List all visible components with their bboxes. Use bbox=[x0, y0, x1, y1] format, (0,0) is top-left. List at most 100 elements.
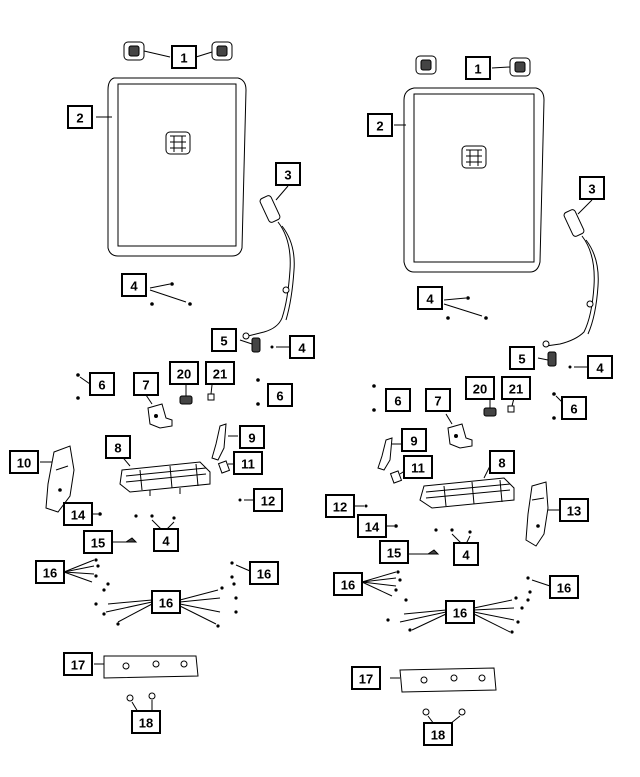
callout-number: 16 bbox=[341, 578, 355, 593]
callout-number: 18 bbox=[139, 716, 153, 731]
callout-number: 2 bbox=[76, 111, 83, 126]
callout-right-p3: 3 bbox=[579, 176, 605, 200]
callout-number: 16 bbox=[453, 606, 467, 621]
callout-left-p10: 10 bbox=[9, 450, 39, 474]
callout-number: 20 bbox=[473, 382, 487, 397]
callout-left-p6a: 6 bbox=[89, 372, 115, 396]
callout-right-p4a: 4 bbox=[417, 286, 443, 310]
seat-back-panel bbox=[107, 77, 247, 257]
callout-number: 17 bbox=[359, 672, 373, 687]
callout-right-p15: 15 bbox=[379, 540, 409, 564]
callout-left-p8: 8 bbox=[105, 435, 131, 459]
callout-number: 3 bbox=[588, 182, 595, 197]
callout-number: 9 bbox=[410, 434, 417, 449]
callout-number: 14 bbox=[365, 520, 380, 535]
callout-left-p11: 11 bbox=[233, 451, 263, 475]
callout-number: 16 bbox=[557, 581, 571, 596]
callout-left-p1: 1 bbox=[171, 45, 197, 69]
callout-right-p12: 12 bbox=[325, 494, 355, 518]
callout-number: 13 bbox=[567, 504, 581, 519]
callout-right-p1: 1 bbox=[465, 56, 491, 80]
callout-number: 1 bbox=[180, 51, 187, 66]
callout-right-p14: 14 bbox=[357, 514, 387, 538]
callout-number: 8 bbox=[498, 456, 505, 471]
side-bracket-right bbox=[525, 481, 549, 547]
callout-left-p5: 5 bbox=[211, 328, 237, 352]
callout-number: 5 bbox=[220, 334, 227, 349]
callout-right-p21: 21 bbox=[501, 376, 531, 400]
callout-number: 4 bbox=[462, 548, 470, 563]
callout-right-p5: 5 bbox=[509, 346, 535, 370]
callout-number: 10 bbox=[17, 456, 31, 471]
callout-right-p16a: 16 bbox=[333, 572, 363, 596]
callout-number: 6 bbox=[394, 394, 401, 409]
right-assembly bbox=[354, 55, 599, 725]
callout-right-p8: 8 bbox=[489, 450, 515, 474]
callout-number: 4 bbox=[130, 279, 138, 294]
callout-left-p4a: 4 bbox=[121, 273, 147, 297]
callout-number: 6 bbox=[276, 389, 283, 404]
callout-left-p12: 12 bbox=[253, 488, 283, 512]
left-assembly bbox=[40, 41, 295, 713]
callout-right-p7: 7 bbox=[425, 388, 451, 412]
callout-number: 21 bbox=[213, 367, 227, 382]
seat-track-frame-r bbox=[419, 477, 515, 509]
callout-number: 4 bbox=[426, 292, 434, 307]
callout-number: 20 bbox=[177, 367, 191, 382]
callout-number: 17 bbox=[71, 658, 85, 673]
callout-number: 11 bbox=[411, 461, 425, 476]
callout-right-p9: 9 bbox=[401, 428, 427, 452]
headrest-guide-left bbox=[123, 41, 145, 61]
callout-number: 12 bbox=[333, 500, 347, 515]
callout-number: 21 bbox=[509, 382, 523, 397]
callout-number: 11 bbox=[241, 457, 255, 472]
callout-right-p4b: 4 bbox=[587, 355, 613, 379]
seat-back-panel-r bbox=[403, 87, 545, 273]
callout-number: 2 bbox=[376, 119, 383, 134]
callout-number: 7 bbox=[434, 394, 441, 409]
callout-number: 15 bbox=[387, 546, 401, 561]
callout-left-p2: 2 bbox=[67, 105, 93, 129]
callout-left-p7: 7 bbox=[133, 372, 159, 396]
callout-right-p16b: 16 bbox=[549, 575, 579, 599]
callout-right-p6a: 6 bbox=[385, 388, 411, 412]
callout-left-p18: 18 bbox=[131, 710, 161, 734]
recliner-mechanism bbox=[147, 403, 173, 429]
callout-number: 18 bbox=[431, 728, 445, 743]
callout-number: 9 bbox=[248, 431, 255, 446]
callout-left-p15: 15 bbox=[83, 530, 113, 554]
callout-left-p20: 20 bbox=[169, 361, 199, 385]
callout-number: 16 bbox=[43, 566, 57, 581]
callout-left-p14: 14 bbox=[63, 502, 93, 526]
callout-number: 7 bbox=[142, 378, 149, 393]
callout-number: 4 bbox=[162, 534, 170, 549]
callout-left-p16c: 16 bbox=[151, 590, 181, 614]
callout-right-p17: 17 bbox=[351, 666, 381, 690]
callout-number: 6 bbox=[98, 378, 105, 393]
callout-left-p16a: 16 bbox=[35, 560, 65, 584]
callout-right-p20: 20 bbox=[465, 376, 495, 400]
callout-number: 16 bbox=[257, 567, 271, 582]
callout-left-p4c: 4 bbox=[153, 528, 179, 552]
callout-number: 15 bbox=[91, 536, 105, 551]
recliner-mechanism-r bbox=[447, 423, 473, 449]
callout-number: 16 bbox=[159, 596, 173, 611]
callout-number: 3 bbox=[284, 168, 291, 183]
callout-right-p4c: 4 bbox=[453, 542, 479, 566]
callout-right-p18: 18 bbox=[423, 722, 453, 746]
callout-right-p13: 13 bbox=[559, 498, 589, 522]
headrest-guide-left-r bbox=[415, 55, 437, 75]
lower-crossmember-r bbox=[399, 667, 497, 693]
callout-left-p16b: 16 bbox=[249, 561, 279, 585]
clip-part bbox=[251, 337, 261, 353]
lower-crossmember bbox=[103, 655, 199, 679]
callout-number: 4 bbox=[298, 341, 306, 356]
callout-left-p9: 9 bbox=[239, 425, 265, 449]
callout-number: 8 bbox=[114, 441, 121, 456]
headrest-guide-right bbox=[211, 41, 233, 61]
callout-left-p17: 17 bbox=[63, 652, 93, 676]
callout-right-p16c: 16 bbox=[445, 600, 475, 624]
callout-number: 14 bbox=[71, 508, 86, 523]
